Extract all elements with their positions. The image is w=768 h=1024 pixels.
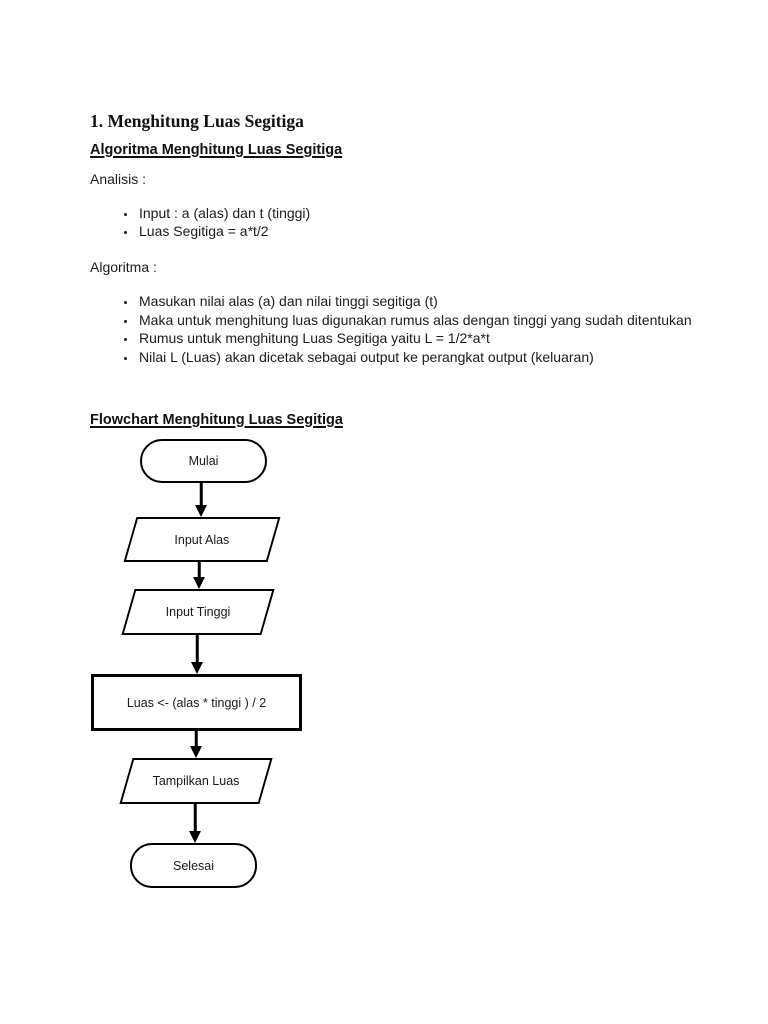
node-label: Mulai [188, 454, 219, 468]
flowchart-node-input-alas: Input Alas [123, 517, 281, 562]
flowchart-node-output: Tampilkan Luas [119, 758, 273, 804]
node-label: Luas <- (alas * tinggi ) / 2 [126, 695, 267, 710]
bullet-item: Masukan nilai alas (a) dan nilai tinggi … [137, 292, 697, 311]
arrow-down-icon [190, 731, 202, 758]
flowchart: Mulai Input Alas Input Tinggi Luas <- (a… [90, 431, 710, 903]
bullet-item: Luas Segitiga = a*t/2 [137, 222, 697, 240]
arrow-down-icon [191, 635, 203, 674]
algoritma-label: Algoritma : [90, 259, 157, 275]
arrow-down-icon [189, 804, 201, 843]
bullet-item: Maka untuk menghitung luas digunakan rum… [137, 311, 697, 330]
arrow-down-icon [195, 483, 207, 517]
algoritma-list: Masukan nilai alas (a) dan nilai tinggi … [90, 292, 697, 366]
flowchart-node-end: Selesai [130, 843, 257, 888]
flowchart-heading: Flowchart Menghitung Luas Segitiga [90, 412, 343, 428]
flowchart-node-input-tinggi: Input Tinggi [121, 589, 275, 635]
flowchart-node-start: Mulai [140, 439, 267, 483]
bullet-item: Nilai L (Luas) akan dicetak sebagai outp… [137, 348, 697, 367]
node-label: Selesai [173, 858, 214, 873]
analisis-list: Input : a (alas) dan t (tinggi) Luas Seg… [90, 204, 697, 240]
arrow-down-icon [193, 562, 205, 589]
analisis-label: Analisis : [90, 171, 147, 187]
bullet-item: Input : a (alas) dan t (tinggi) [137, 204, 697, 222]
node-label: Input Tinggi [165, 605, 231, 619]
bullet-item: Rumus untuk menghitung Luas Segitiga yai… [137, 329, 697, 348]
flowchart-node-process: Luas <- (alas * tinggi ) / 2 [91, 674, 302, 731]
page-title: 1. Menghitung Luas Segitiga [90, 111, 304, 131]
node-label: Input Alas [174, 532, 230, 547]
algoritma-heading: Algoritma Menghitung Luas Segitiga [90, 142, 343, 158]
node-label: Tampilkan Luas [152, 774, 240, 788]
